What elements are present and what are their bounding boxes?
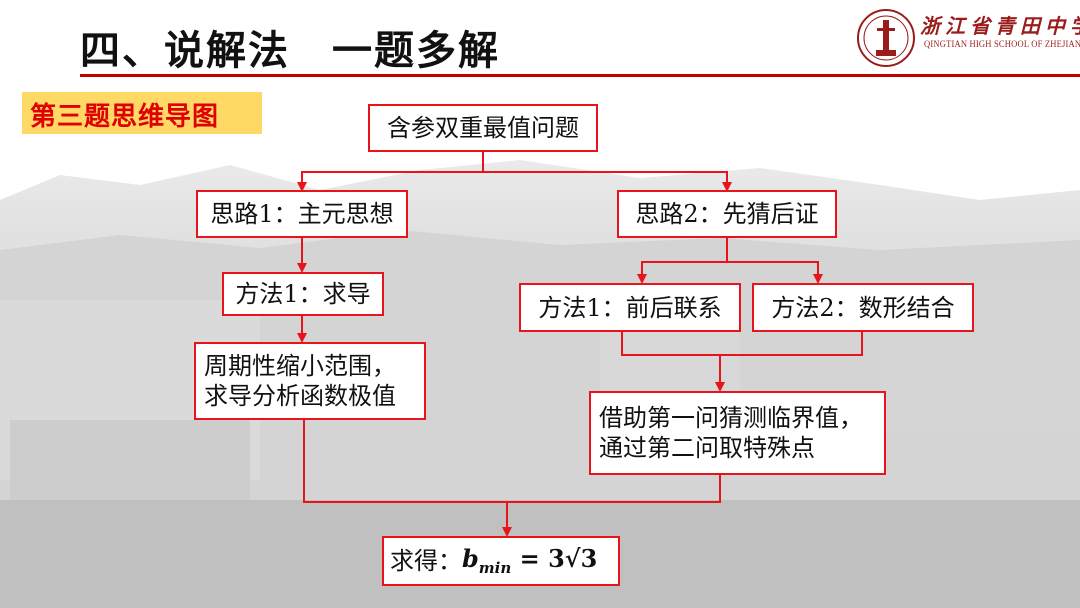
idea1-node: 思路1：主元思想 xyxy=(196,190,408,238)
right-step-line2: 通过第二问取特殊点 xyxy=(599,434,815,462)
left-step-line1: 周期性缩小范围， xyxy=(204,352,396,380)
section-tag: 第三题思维导图 xyxy=(22,92,262,134)
right-step-line1: 借助第一问猜测临界值， xyxy=(599,404,863,432)
school-seal-logo xyxy=(857,9,915,67)
connector-root-idea2 xyxy=(483,171,732,192)
root-problem-node: 含参双重最值问题 xyxy=(368,104,598,152)
result-node: 求得： bmin = 3√3 xyxy=(382,536,620,586)
connector-root-split xyxy=(297,152,484,192)
result-formula: bmin = 3√3 xyxy=(462,544,597,578)
school-name-en: QINGTIAN HIGH SCHOOL OF ZHEJIAN PROVINCE xyxy=(924,40,1080,50)
left-step-line2: 求导分析函数极值 xyxy=(204,382,396,410)
result-symbol: b xyxy=(462,544,479,574)
connector-idea2-split xyxy=(637,238,728,284)
page-title: 四、说解法 一题多解 xyxy=(80,28,500,74)
school-name-cn: 浙江省青田中学 xyxy=(920,14,1080,38)
idea2-node: 思路2：先猜后证 xyxy=(617,190,837,238)
method2-graph-node: 方法2：数形结合 xyxy=(752,283,974,332)
section-tag-label: 第三题思维导图 xyxy=(30,102,220,132)
right-step-node: 借助第一问猜测临界值， 通过第二问取特殊点 xyxy=(589,391,886,475)
method1-derivative-node: 方法1：求导 xyxy=(222,272,384,316)
title-underline xyxy=(80,74,1080,77)
connector-methods-merge xyxy=(621,332,863,356)
result-value: 3√3 xyxy=(548,544,598,574)
connector-left-down xyxy=(303,420,721,503)
connector-idea2-method2 xyxy=(727,261,823,284)
result-equals: = xyxy=(511,544,549,574)
result-subscript: min xyxy=(478,559,512,578)
method1-connection-node: 方法1：前后联系 xyxy=(519,283,741,332)
result-prefix: 求得： xyxy=(390,547,462,575)
left-step-node: 周期性缩小范围， 求导分析函数极值 xyxy=(194,342,426,420)
